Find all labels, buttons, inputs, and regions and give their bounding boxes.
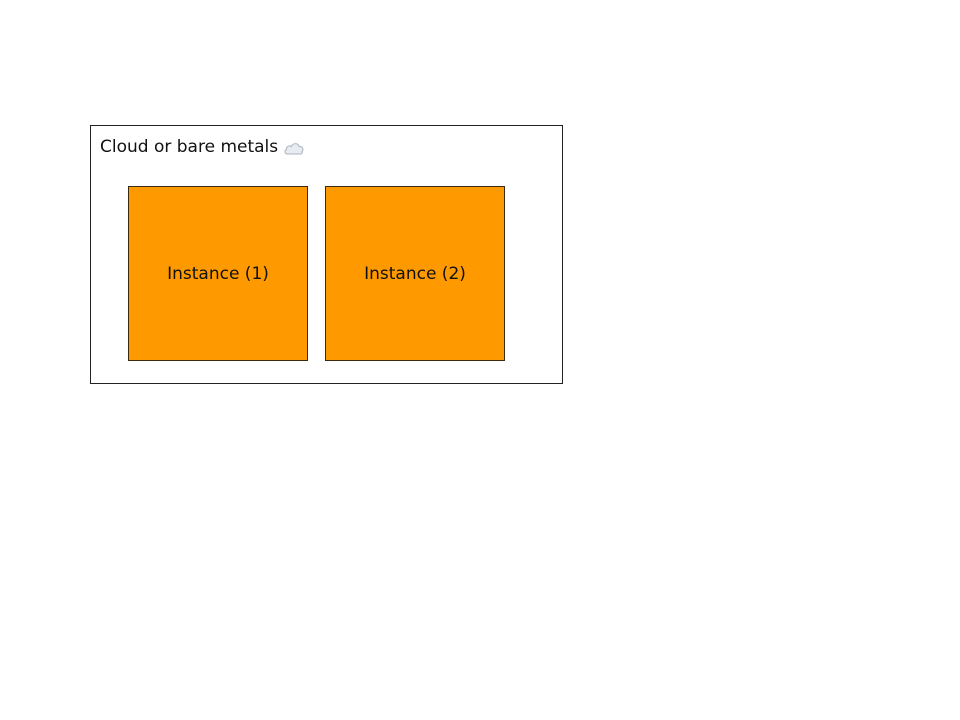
cloud-icon-shape: [284, 143, 304, 155]
instance-1-label: Instance (1): [167, 263, 269, 284]
cloud-icon: [283, 140, 305, 156]
container-title: Cloud or bare metals: [100, 136, 305, 158]
instance-2-label: Instance (2): [364, 263, 466, 284]
cloud-container: Cloud or bare metals Instance (1) Instan…: [90, 125, 563, 384]
instance-1-box: Instance (1): [128, 186, 308, 361]
instance-2-box: Instance (2): [325, 186, 505, 361]
container-title-text: Cloud or bare metals: [100, 137, 279, 157]
